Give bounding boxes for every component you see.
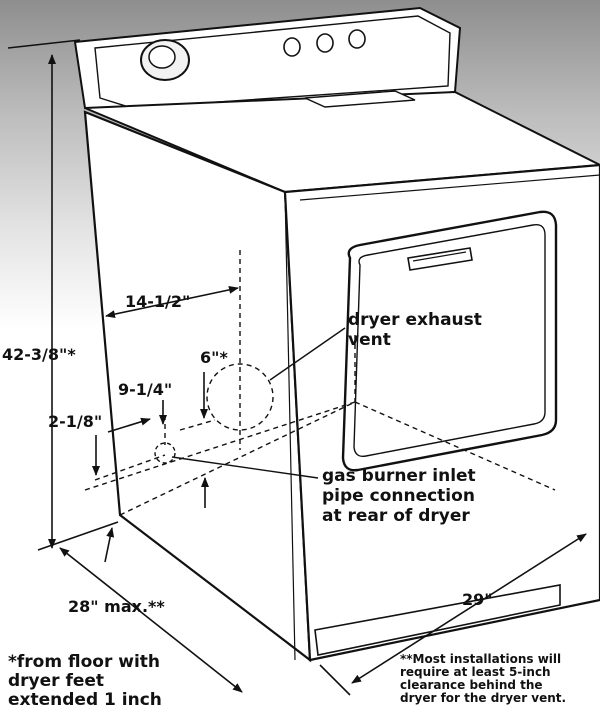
gas-inlet-callout: gas burner inlet pipe connection at rear… bbox=[322, 466, 476, 526]
footnote-line: *from floor with bbox=[8, 652, 161, 672]
callout-line: pipe connection bbox=[322, 486, 475, 506]
dryer-door bbox=[341, 210, 558, 472]
callout-line: gas burner inlet bbox=[322, 466, 476, 486]
control-buttons bbox=[283, 29, 366, 57]
width-dimension-label: 29" bbox=[462, 590, 493, 609]
timer-knob bbox=[140, 39, 190, 81]
footnote-line: clearance behind the bbox=[400, 678, 543, 692]
inlet-depth-dimension-label: 9-1/4" bbox=[118, 380, 173, 399]
footnote-line: require at least 5-inch bbox=[400, 665, 551, 679]
inlet-height-dimension-label: 2-1/8" bbox=[48, 412, 103, 431]
exhaust-vent-callout: dryer exhaust vent bbox=[348, 310, 482, 350]
top-panel bbox=[84, 90, 600, 194]
gas-inlet-circle bbox=[154, 442, 176, 464]
footnote-line: dryer feet bbox=[8, 671, 105, 691]
hidden-lines bbox=[84, 250, 556, 516]
floor-footnote: *from floor with dryer feet extended 1 i… bbox=[8, 653, 162, 710]
exhaust-vent-circle bbox=[206, 363, 274, 431]
footnote-line: **Most installations will bbox=[400, 652, 562, 666]
dimension-lines bbox=[7, 39, 587, 696]
vent-height-dimension-label: 6"* bbox=[200, 348, 228, 367]
clearance-footnote: **Most installations will require at lea… bbox=[400, 653, 566, 705]
footnote-line: extended 1 inch bbox=[8, 690, 162, 710]
callout-line: dryer exhaust bbox=[348, 310, 482, 330]
callout-line: vent bbox=[348, 330, 391, 350]
top-depth-dimension-label: 14-1/2" bbox=[125, 292, 191, 311]
footnote-line: dryer for the dryer vent. bbox=[400, 691, 567, 705]
height-dimension-label: 42-3/8"* bbox=[2, 345, 76, 364]
depth-dimension-label: 28" max.** bbox=[68, 597, 165, 616]
leader-lines bbox=[171, 327, 346, 479]
callout-line: at rear of dryer bbox=[322, 506, 470, 526]
